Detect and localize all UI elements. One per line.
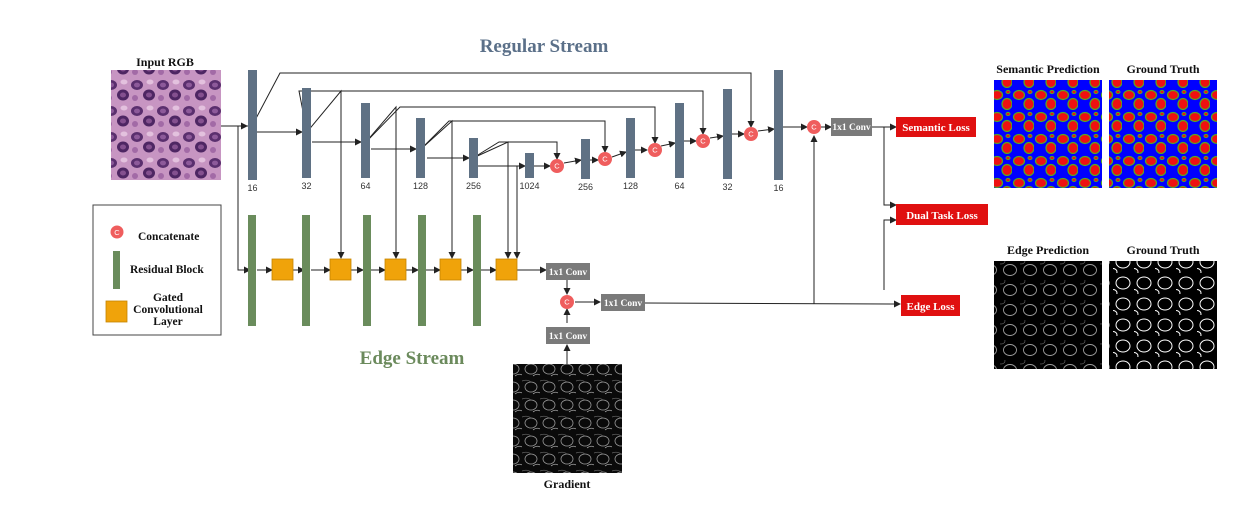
regular-block-9 xyxy=(675,103,684,178)
regular-channel-labels: 16 32 64 128 256 1024 256 128 64 32 16 xyxy=(247,181,783,193)
regular-block-label-9: 64 xyxy=(674,181,684,191)
concat-node-3 xyxy=(648,143,662,157)
gated-conv-2 xyxy=(329,258,352,281)
conv-gradient: 1x1 Conv xyxy=(546,327,590,344)
semantic-loss-box: Semantic Loss xyxy=(896,117,976,137)
regular-block-10 xyxy=(723,89,732,179)
conv-label: 1x1 Conv xyxy=(604,299,643,309)
regular-stream-blocks xyxy=(248,70,783,180)
concat-node-4 xyxy=(696,134,710,148)
head-connectors xyxy=(644,123,901,308)
concat-node-5 xyxy=(744,127,758,141)
conv-label: 1x1 Conv xyxy=(832,123,871,133)
semantic-prediction-label: Semantic Prediction xyxy=(996,62,1100,76)
edge-stream-blocks xyxy=(248,215,481,326)
concat-node-symbol-6: C xyxy=(811,123,817,132)
regular-block-8 xyxy=(626,118,635,178)
input-rgb-image xyxy=(111,70,221,180)
regular-stream-title: Regular Stream xyxy=(480,36,609,57)
conv-edge-mid: 1x1 Conv xyxy=(601,294,645,311)
regular-block-label-3: 64 xyxy=(360,181,370,191)
gated-conv-4 xyxy=(439,258,462,281)
legend-gated-conv-icon xyxy=(105,300,128,323)
semantic-prediction-image xyxy=(994,80,1102,188)
dual-task-loss-label: Dual Task Loss xyxy=(906,210,978,222)
concat-node-symbol-2: C xyxy=(602,155,608,164)
residual-block-2 xyxy=(302,215,310,326)
regular-block-11 xyxy=(774,70,783,180)
regular-block-6 xyxy=(525,153,534,178)
input-label: Input RGB xyxy=(136,55,194,69)
dual-task-loss-box: Dual Task Loss xyxy=(896,204,988,225)
edge-prediction-image xyxy=(994,261,1102,369)
regular-block-1 xyxy=(248,70,257,180)
residual-block-1 xyxy=(248,215,256,326)
concat-node-2 xyxy=(598,152,612,166)
edge-ground-truth-image xyxy=(1109,261,1217,369)
conv-edge-top: 1x1 Conv xyxy=(546,263,590,280)
concat-node-symbol-1: C xyxy=(554,162,560,171)
edge-stream-title: Edge Stream xyxy=(360,348,465,369)
regular-block-label-4: 128 xyxy=(413,181,428,191)
legend-concatenate-label: Concatenate xyxy=(138,231,199,243)
gradient-image xyxy=(513,364,622,473)
edge-ground-truth-label: Ground Truth xyxy=(1126,243,1199,257)
edge-prediction-label: Edge Prediction xyxy=(1007,243,1089,257)
concat-node-symbol-7: C xyxy=(564,298,570,307)
gated-conv-layers xyxy=(271,258,518,281)
legend-residual-block-icon xyxy=(113,251,120,289)
conv-head-semantic: 1x1 Conv xyxy=(831,118,872,136)
gated-conv-3 xyxy=(384,258,407,281)
concat-node-1 xyxy=(550,159,564,173)
gated-conv-1 xyxy=(271,258,294,281)
regular-block-label-10: 32 xyxy=(722,182,732,192)
legend-gated-conv-line1: Gated xyxy=(153,292,184,304)
edge-loss-box: Edge Loss xyxy=(901,295,960,316)
regular-block-label-1: 16 xyxy=(247,183,257,193)
residual-block-4 xyxy=(418,215,426,326)
concat-node-symbol-3: C xyxy=(652,146,658,155)
edge-connectors xyxy=(237,89,601,365)
legend-residual-block-label: Residual Block xyxy=(130,264,204,276)
concat-node-symbol-5: C xyxy=(748,130,754,139)
residual-block-5 xyxy=(473,215,481,326)
regular-block-label-6: 1024 xyxy=(519,181,539,191)
concat-node-symbol-4: C xyxy=(700,137,706,146)
ground-truth-label: Ground Truth xyxy=(1126,62,1199,76)
legend-gated-conv-line2: Convolutional xyxy=(133,304,203,316)
regular-block-2 xyxy=(302,88,311,178)
concatenate-nodes: C C C C C C C xyxy=(550,120,821,309)
gradient-label: Gradient xyxy=(544,477,591,491)
residual-block-3 xyxy=(363,215,371,326)
conv-label: 1x1 Conv xyxy=(549,268,588,278)
semantic-ground-truth-image xyxy=(1109,80,1217,188)
regular-block-4 xyxy=(416,118,425,178)
concat-node-7 xyxy=(560,295,574,309)
concat-node-6 xyxy=(807,120,821,134)
regular-block-label-8: 128 xyxy=(623,181,638,191)
legend-concatenate-icon xyxy=(110,225,124,239)
legend: C Concatenate Residual Block Gated Convo… xyxy=(92,204,222,336)
regular-block-label-7: 256 xyxy=(578,182,593,192)
semantic-loss-label: Semantic Loss xyxy=(902,122,970,134)
gated-conv-5 xyxy=(495,258,518,281)
regular-block-label-2: 32 xyxy=(301,181,311,191)
regular-block-3 xyxy=(361,103,370,178)
regular-block-7 xyxy=(581,139,590,179)
conv-label: 1x1 Conv xyxy=(549,332,588,342)
legend-gated-conv-line3: Layer xyxy=(153,316,182,328)
edge-loss-label: Edge Loss xyxy=(907,301,956,313)
regular-block-5 xyxy=(469,138,478,178)
legend-concatenate-symbol: C xyxy=(114,228,120,237)
regular-connectors xyxy=(221,72,832,170)
regular-block-label-5: 256 xyxy=(466,181,481,191)
regular-block-label-11: 16 xyxy=(773,183,783,193)
